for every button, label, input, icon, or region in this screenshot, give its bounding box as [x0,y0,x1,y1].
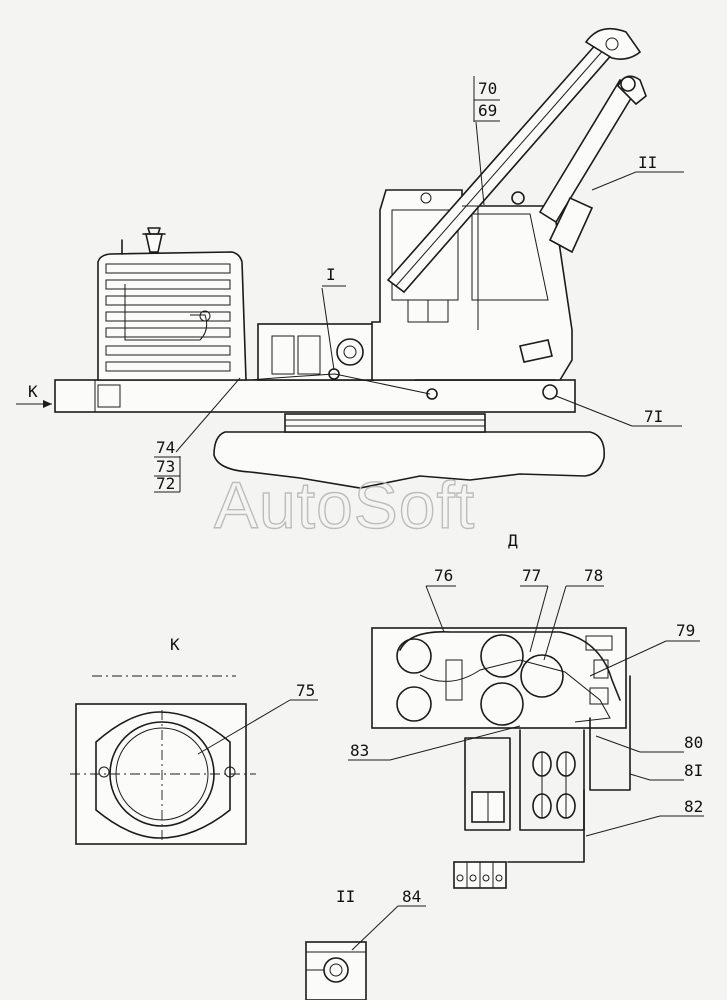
callout-78: 78 [584,566,603,585]
leader-lines [16,76,704,951]
flange-plate [75,703,247,845]
arrow-k-label: K [28,382,38,401]
bucket-cylinder [548,196,594,254]
hood-grille [105,263,231,372]
boom-tip [584,27,642,60]
view-ii-title: II [336,887,355,906]
turntable-ring [284,413,486,433]
callout-76: 76 [434,566,453,585]
engine-hood [97,251,247,381]
base-frame [54,379,576,413]
callout-71: 7I [644,407,663,426]
callout-labels: 70 69 II I 7I 74 73 72 K K 75 Д 76 77 78… [28,79,703,906]
callout-84: 84 [402,887,421,906]
view-k-flange [70,675,256,845]
watermark: AutoSoft [214,468,475,542]
callout-70: 70 [478,79,497,98]
callout-73: 73 [156,457,175,476]
view-ii-detail [305,941,367,1000]
callout-82: 82 [684,797,703,816]
callout-80: 80 [684,733,703,752]
callout-II: II [638,153,657,172]
callout-I: I [326,265,336,284]
callout-69: 69 [478,101,497,120]
panel-board [371,627,627,729]
view-k-title: K [170,635,180,654]
callout-81: 8I [684,761,703,780]
view-d-electrical-panel [371,627,631,889]
air-filter [145,233,163,253]
wiring-harness [399,631,621,701]
detail-bushing [305,941,367,1000]
callout-74: 74 [156,438,175,457]
view-d-title: Д [508,531,518,550]
callout-83: 83 [350,741,369,760]
crawler-track [213,431,606,489]
engine-block [257,323,374,381]
callout-79: 79 [676,621,695,640]
operator-seat [519,339,553,363]
callout-77: 77 [522,566,541,585]
callout-75: 75 [296,681,315,700]
cab-window [391,209,459,301]
machine-side-view [54,27,647,489]
callout-72: 72 [156,474,175,493]
